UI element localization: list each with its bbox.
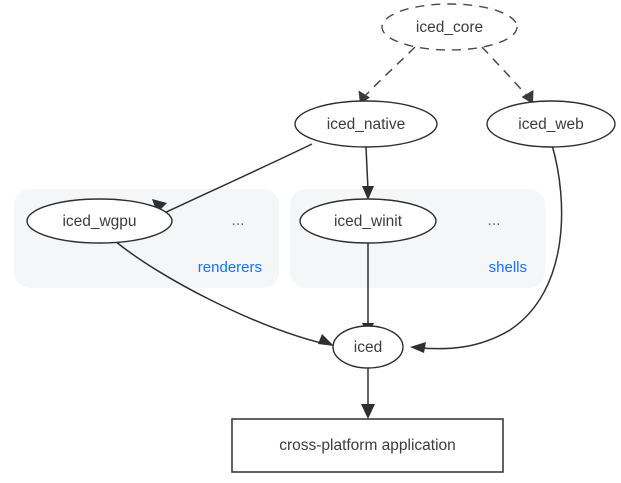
node-iced-core-label: iced_core bbox=[416, 19, 483, 36]
cluster-renderers-ellipsis: ... bbox=[232, 212, 245, 229]
edge-iced-core-to-iced-native bbox=[358, 46, 416, 104]
node-iced-core[interactable]: iced_core bbox=[381, 3, 518, 51]
cluster-renderers-label: renderers bbox=[198, 259, 262, 276]
node-iced-winit[interactable]: iced_winit bbox=[299, 198, 437, 244]
node-iced-winit-label: iced_winit bbox=[334, 213, 403, 230]
node-iced-wgpu[interactable]: iced_wgpu bbox=[26, 198, 173, 244]
node-iced-shape[interactable] bbox=[332, 325, 404, 369]
node-iced-web-label: iced_web bbox=[518, 116, 584, 133]
edge-iced-native-to-iced-winit-arrowhead bbox=[362, 186, 374, 200]
edge-iced-core-to-iced-web-line bbox=[481, 46, 529, 98]
edge-iced-wgpu-to-iced-arrowhead bbox=[318, 334, 334, 346]
edge-iced-native-to-iced-winit-line bbox=[365, 146, 369, 191]
edge-iced-core-to-iced-web bbox=[481, 46, 534, 104]
node-iced-native-label: iced_native bbox=[327, 116, 405, 133]
edge-iced-native-to-iced-wgpu-line bbox=[159, 143, 313, 216]
edge-iced-wgpu-to-iced-line bbox=[114, 240, 326, 345]
edge-iced-wgpu-to-iced bbox=[114, 240, 334, 346]
node-cross-platform-application-shape[interactable] bbox=[231, 418, 504, 473]
edge-iced-core-to-iced-web-arrowhead bbox=[521, 90, 534, 104]
node-iced-wgpu-label: iced_wgpu bbox=[62, 213, 136, 230]
cluster-shells-label: shells bbox=[489, 259, 527, 276]
node-cross-platform-application[interactable]: cross-platform application bbox=[231, 418, 504, 473]
cluster-shells-ellipsis: ... bbox=[488, 212, 501, 229]
edge-iced-web-to-iced-line bbox=[419, 144, 563, 350]
node-iced-label: iced bbox=[354, 339, 382, 356]
edge-iced-native-to-iced-winit bbox=[362, 146, 374, 200]
edge-iced-core-to-iced-native-line bbox=[363, 46, 416, 98]
node-iced-web-shape[interactable] bbox=[486, 100, 616, 148]
edge-iced-web-to-iced-arrowhead bbox=[410, 342, 426, 353]
node-cross-platform-application-label: cross-platform application bbox=[279, 437, 456, 454]
edge-iced-to-application-arrowhead bbox=[361, 404, 375, 419]
node-iced-web[interactable]: iced_web bbox=[486, 100, 616, 148]
node-iced-wgpu-shape[interactable] bbox=[26, 198, 173, 244]
node-iced-native-shape[interactable] bbox=[294, 100, 438, 148]
edge-iced-to-application bbox=[361, 368, 375, 419]
edge-iced-web-to-iced bbox=[410, 144, 563, 353]
node-iced-winit-shape[interactable] bbox=[299, 198, 437, 244]
node-iced[interactable]: iced bbox=[332, 325, 404, 369]
node-iced-core-shape[interactable] bbox=[381, 3, 518, 51]
node-iced-native[interactable]: iced_native bbox=[294, 100, 438, 148]
